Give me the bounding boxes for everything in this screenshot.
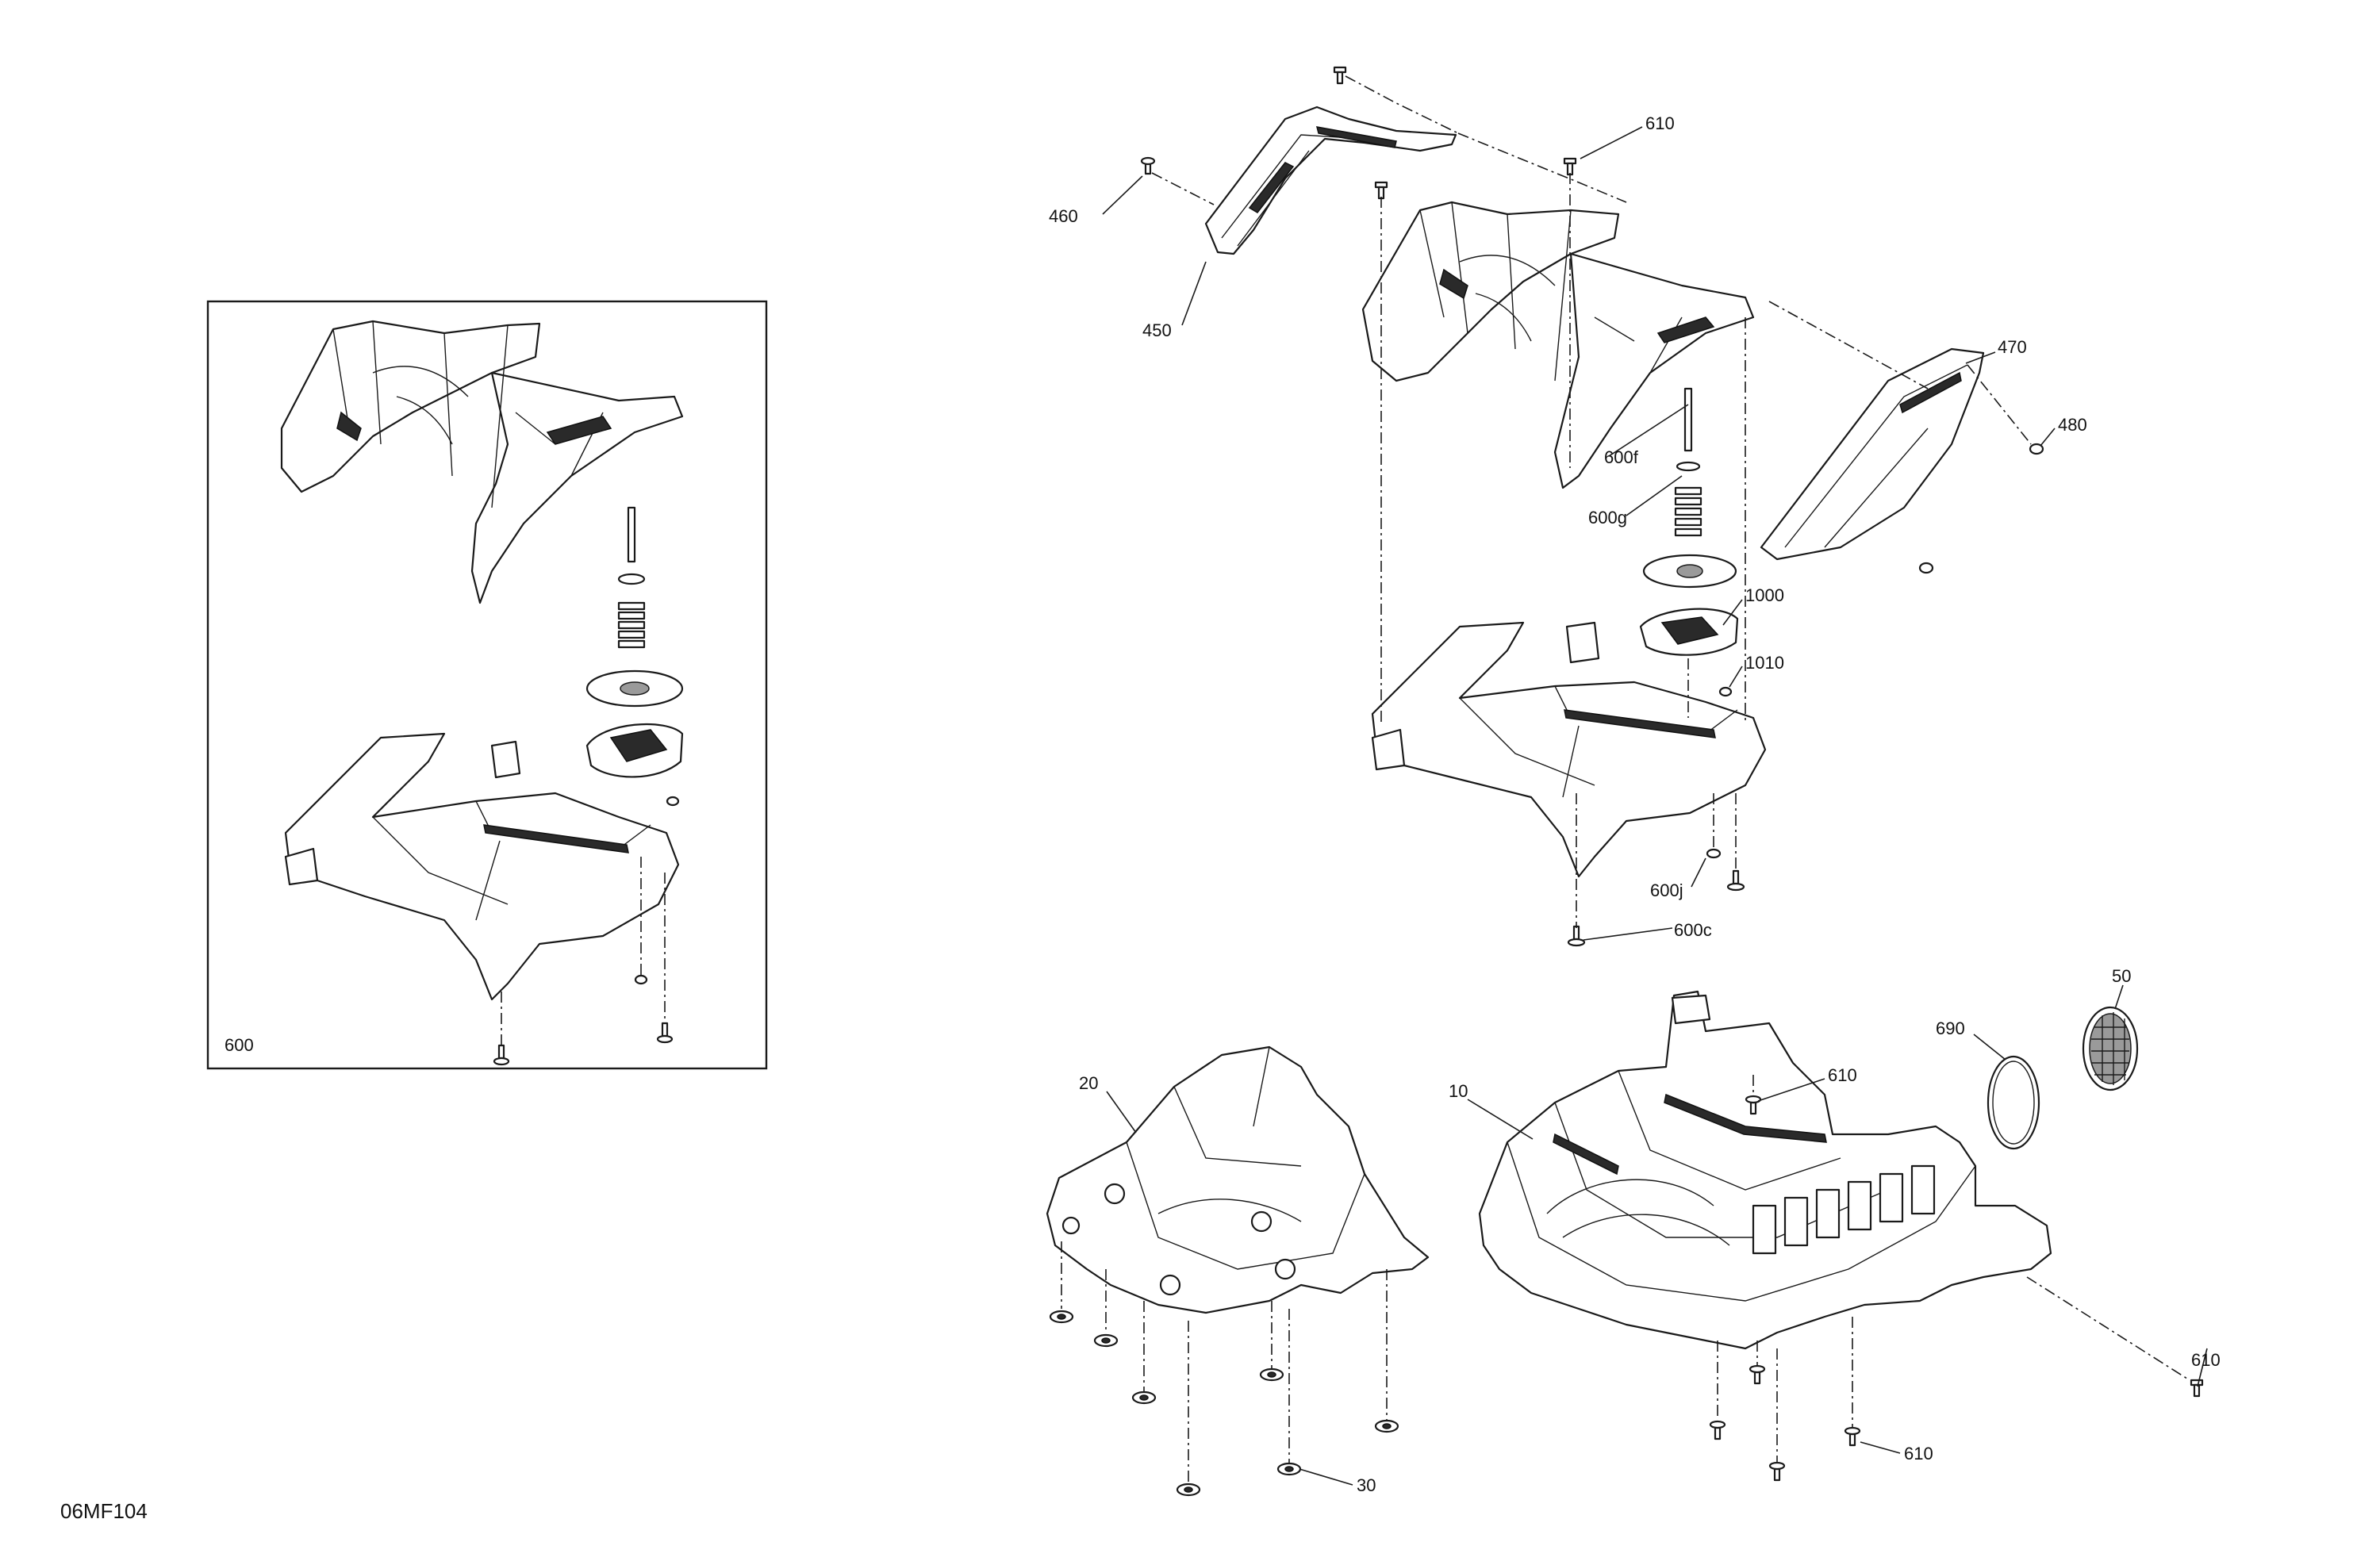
upper-console-cover (1361, 201, 1755, 489)
part-20-lower-housing (1046, 1045, 1430, 1314)
inset-label: 600 (225, 1035, 254, 1055)
lower-fasteners (1709, 1075, 2204, 1482)
callout-600g: 600g (1588, 508, 1627, 527)
callout-1000: 1000 (1745, 585, 1784, 605)
callout-480: 480 (2058, 415, 2087, 435)
upper-fasteners (1140, 66, 2044, 947)
callout-50: 50 (2112, 966, 2131, 986)
callout-1010: 1010 (1745, 653, 1784, 673)
inset-upper-cover (280, 320, 684, 604)
inset-frame (206, 300, 768, 1070)
callout-600c: 600c (1674, 920, 1712, 940)
callout-labels: 460 450 610 470 480 600f 600g 1000 1010 … (1049, 113, 2221, 1495)
callout-610-bottom: 610 (1904, 1444, 1933, 1463)
spring-stack-600 (1639, 387, 1739, 697)
part-10-airbox (1478, 990, 2052, 1350)
leader-lines (1102, 126, 2208, 1486)
callout-610-mid: 610 (1828, 1065, 1857, 1085)
callout-450: 450 (1142, 320, 1172, 340)
part-50-filter-screen (2082, 1006, 2139, 1091)
callout-690: 690 (1936, 1018, 1965, 1038)
callout-30: 30 (1357, 1475, 1376, 1495)
inset-assembly-600: 600 (206, 300, 768, 1070)
part-30-grommets (1049, 1241, 1399, 1497)
upper-alignment-lines (1151, 75, 2032, 928)
inset-lower-frame (284, 732, 680, 1001)
callout-470: 470 (1998, 337, 2027, 357)
callout-600j: 600j (1650, 880, 1683, 900)
callout-460: 460 (1049, 206, 1078, 226)
callout-10: 10 (1449, 1081, 1468, 1101)
inset-fasteners (493, 857, 674, 1066)
part-470-side-cover-right (1760, 347, 1985, 561)
drawing-code: 06MF104 (60, 1499, 148, 1523)
callout-20: 20 (1079, 1073, 1098, 1093)
lower-support-frame (1371, 621, 1767, 878)
part-450-side-cover-left (1204, 105, 1457, 255)
part-690-clamp (1987, 1055, 2040, 1150)
inset-spring-stack (585, 506, 684, 807)
callout-600f: 600f (1604, 447, 1639, 467)
callout-610-top: 610 (1645, 113, 1675, 133)
callout-610-right: 610 (2191, 1350, 2221, 1370)
